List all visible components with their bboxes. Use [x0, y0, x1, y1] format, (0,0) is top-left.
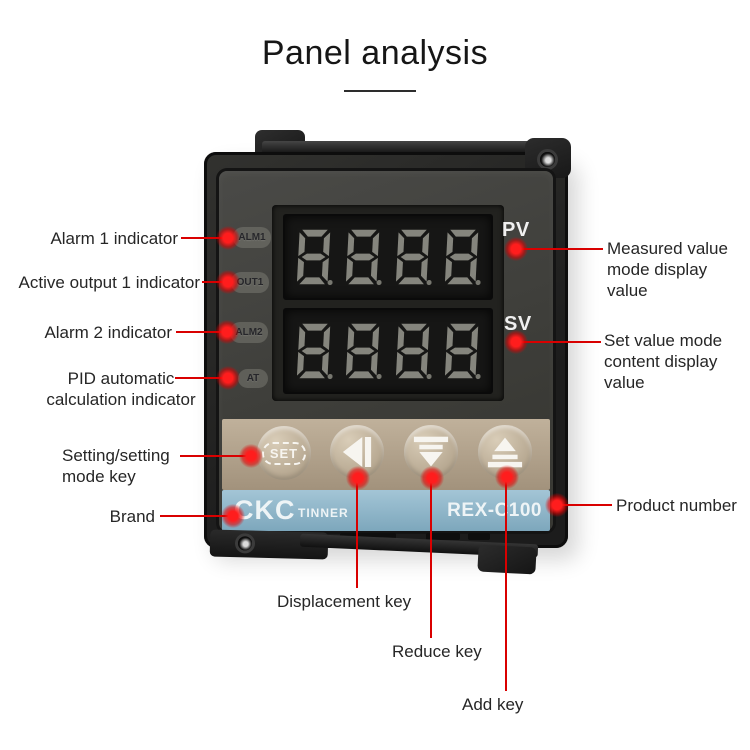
callout-dot-sv [504, 330, 528, 354]
seven-segment-digit [395, 229, 432, 286]
set-key: SET [257, 426, 311, 480]
callout-dot-brand [221, 504, 245, 528]
callout-line-alarm1 [181, 237, 229, 239]
callout-dot-alarm2 [215, 320, 239, 344]
callout-line-setting [180, 455, 252, 457]
label-setting-mode-key: Setting/setting mode key [62, 446, 170, 486]
mounting-bracket-top-bar [262, 141, 558, 154]
callout-dot-product [545, 493, 569, 517]
callout-line-alarm2 [176, 331, 228, 333]
label-pid-indicator: PID automatic calculation indicator [46, 369, 196, 409]
label-alarm1-indicator: Alarm 1 indicator [50, 229, 178, 248]
mounting-bracket-bottom-clip [477, 544, 537, 575]
callout-line-displacement [356, 478, 358, 588]
callout-dot-setting [239, 444, 263, 468]
label-add-key: Add key [462, 695, 524, 714]
callout-line-output1 [202, 281, 229, 283]
sv-display [283, 308, 493, 394]
display-bezel [272, 205, 504, 401]
callout-line-pv [515, 248, 603, 250]
seven-segment-digit [296, 229, 333, 286]
striped-down-triangle-icon [413, 436, 449, 468]
callout-dot-add [495, 465, 519, 489]
screw-hole-bottom-left [237, 536, 253, 551]
callout-dot-reduce [420, 466, 444, 490]
label-product-number: Product number [616, 496, 737, 515]
brand-suffix: TINNER [298, 506, 349, 520]
callout-line-pid [175, 377, 229, 379]
callout-line-product [556, 504, 612, 506]
seven-segment-digit [346, 323, 382, 380]
callout-dot-pid [216, 366, 240, 390]
screw-hole-top-right [540, 152, 555, 167]
callout-line-reduce [430, 478, 432, 638]
title-underline [344, 90, 416, 92]
case-slot [426, 533, 460, 540]
pv-label: PV [502, 219, 530, 241]
page-title: Panel analysis [261, 34, 489, 72]
callout-line-sv [515, 341, 601, 343]
seven-segment-digit [445, 229, 481, 286]
indicator-out1: OUT1 [231, 272, 269, 293]
indicator-at: AT [238, 369, 268, 388]
indicator-alm2: ALM2 [230, 322, 268, 343]
callout-dot-displacement [346, 466, 370, 490]
set-key-label: SET [261, 441, 307, 465]
pv-display [283, 214, 493, 300]
indicator-alm1: ALM1 [233, 227, 271, 248]
label-measured-value: Measured value mode display value [607, 239, 728, 300]
callout-dot-alarm1 [216, 226, 240, 250]
seven-segment-digit [296, 323, 333, 380]
callout-line-brand [160, 515, 234, 517]
label-set-value: Set value mode content display value [604, 331, 723, 392]
callout-dot-output1 [216, 270, 240, 294]
case-slot [468, 533, 490, 540]
label-reduce-key: Reduce key [392, 642, 482, 661]
temperature-controller-body: ALM1 OUT1 ALM2 AT PV SV SET [204, 138, 571, 548]
seven-segment-digit [445, 323, 481, 380]
seven-segment-digit [346, 229, 382, 286]
label-active-output1: Active output 1 indicator [18, 273, 200, 292]
model-number: REX-C100 [447, 500, 542, 521]
sv-label: SV [504, 313, 532, 335]
callout-line-add [505, 477, 507, 691]
shift-left-icon [342, 436, 372, 468]
striped-up-triangle-icon [487, 436, 523, 468]
label-brand: Brand [109, 507, 155, 526]
brand-strip: CKC TINNER REX-C100 [222, 490, 550, 531]
seven-segment-digit [395, 323, 432, 380]
label-alarm2-indicator: Alarm 2 indicator [44, 323, 172, 342]
callout-dot-pv [504, 237, 528, 261]
label-displacement-key: Displacement key [277, 592, 412, 611]
